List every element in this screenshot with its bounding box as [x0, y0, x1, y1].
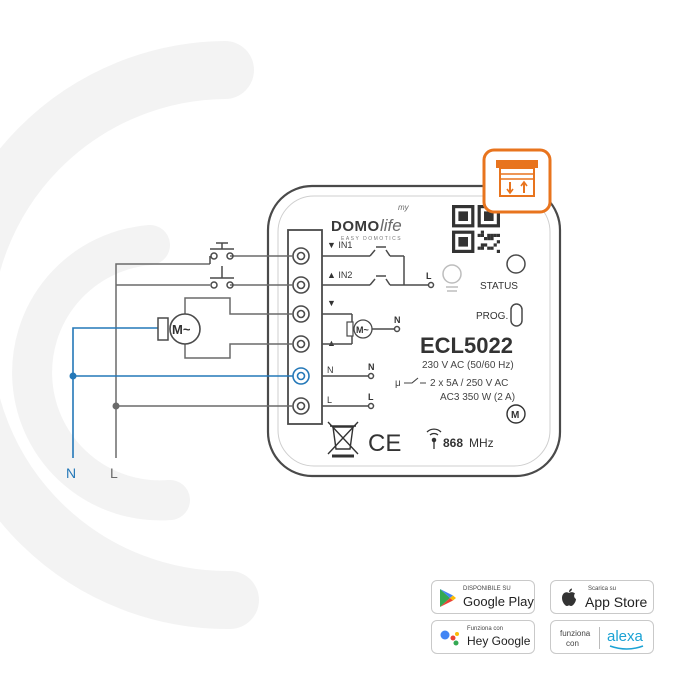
- svg-text:EASY DOMOTICS: EASY DOMOTICS: [341, 236, 402, 242]
- alexa-badge[interactable]: funziona con alexa: [550, 620, 654, 654]
- terminal-up-label: ▲: [327, 338, 336, 348]
- frequency-unit: MHz: [469, 436, 494, 450]
- prog-label: PROG.: [476, 311, 508, 322]
- terminal-n-label: N: [327, 365, 334, 375]
- alexa-smile-icon: [609, 645, 644, 650]
- app-store-small: Scarica su: [588, 586, 617, 592]
- google-assistant-icon: [440, 630, 459, 646]
- device-inner-border: [277, 195, 551, 467]
- status-label: STATUS: [480, 281, 518, 292]
- n-out-label: N: [368, 362, 375, 372]
- google-play-big: Google Play: [463, 594, 534, 609]
- load-spec: AC3 350 W (2 A): [440, 392, 515, 403]
- internal-l-label: L: [426, 271, 432, 281]
- ce-mark: CE: [368, 430, 401, 457]
- live-junction: [112, 402, 120, 410]
- alexa-small-1: funziona: [560, 629, 591, 638]
- device-body: [266, 184, 562, 478]
- weee-bin-icon: [327, 421, 359, 458]
- background-watermark: [0, 41, 259, 630]
- relay-switch-icon: [404, 377, 426, 384]
- n-wire-label: N: [66, 465, 76, 481]
- svg-text:my: my: [398, 203, 410, 212]
- roller-shutter-icon: [482, 148, 552, 214]
- google-play-badge[interactable]: DISPONIBILE SU Google Play: [431, 580, 535, 614]
- motor-n-out-label: N: [394, 315, 401, 325]
- wireless-icon: [426, 428, 442, 449]
- pushbutton-icon: [209, 242, 234, 289]
- neutral-junction: [69, 372, 77, 380]
- terminal-screws: [292, 247, 310, 415]
- external-motor-icon: M~: [157, 313, 201, 345]
- relay-symbol: μ: [395, 378, 401, 389]
- svg-text:M~: M~: [356, 325, 369, 335]
- relay-spec: 2 x 5A / 250 V AC: [430, 378, 508, 389]
- svg-text:DOMO: DOMO: [331, 218, 380, 235]
- app-store-big: App Store: [585, 594, 648, 610]
- svg-text:life: life: [380, 216, 402, 235]
- frequency-value: 868: [443, 436, 463, 450]
- alexa-small-2: con: [566, 639, 579, 648]
- apple-icon: [562, 588, 576, 606]
- voltage-spec: 230 V AC (50/60 Hz): [422, 360, 514, 371]
- l-out-label: L: [368, 392, 374, 402]
- alexa-divider: [599, 627, 600, 649]
- hey-google-badge[interactable]: Funziona con Hey Google: [431, 620, 535, 654]
- l-wire-label: L: [110, 465, 118, 481]
- google-play-icon: [440, 589, 456, 607]
- domolife-logo: DOMO life my EASY DOMOTICS: [331, 203, 410, 242]
- app-store-badge[interactable]: Scarica su App Store: [550, 580, 654, 614]
- status-led: [506, 254, 526, 274]
- terminal-down-label: ▼: [327, 298, 336, 308]
- bulb-icon: [442, 264, 462, 292]
- internal-circuit: [322, 246, 435, 410]
- qr-code: [452, 205, 500, 253]
- terminal-in1-label: ▼ IN1: [327, 240, 352, 250]
- motor-mode-icon: [506, 404, 526, 424]
- hey-google-small: Funziona con: [467, 626, 504, 632]
- terminal-in2-label: ▲ IN2: [327, 270, 352, 280]
- alexa-big: alexa: [607, 628, 643, 645]
- hey-google-big: Hey Google: [467, 634, 531, 648]
- prog-button[interactable]: [510, 303, 523, 327]
- neutral-wiring: [72, 327, 293, 458]
- motor-mode-label: M: [511, 410, 519, 421]
- svg-text:M~: M~: [172, 322, 191, 337]
- google-play-small: DISPONIBILE SU: [463, 586, 511, 592]
- terminal-l-label: L: [327, 395, 332, 405]
- internal-motor-icon: M~: [346, 319, 373, 339]
- external-wiring: [115, 255, 294, 458]
- model-number: ECL5022: [420, 333, 513, 358]
